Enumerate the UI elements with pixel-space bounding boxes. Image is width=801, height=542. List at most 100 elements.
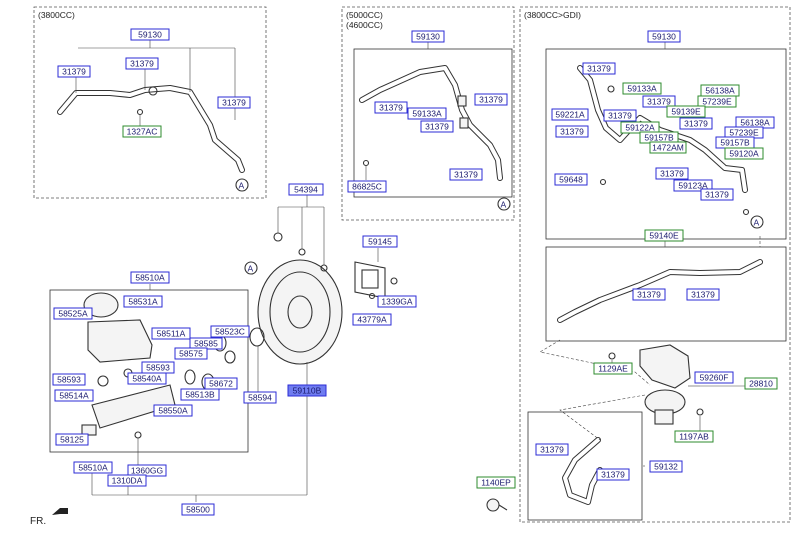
part-label-59221a: 59221A: [551, 108, 589, 121]
section-title-3800cc: (3800CC): [38, 10, 75, 20]
part-number-text: 31379: [425, 122, 449, 132]
part-number-text: 58523C: [215, 327, 245, 337]
ref-mark-a-4: A: [244, 261, 258, 275]
part-label-box: [125, 57, 159, 70]
part-label-28810: 28810: [744, 377, 778, 390]
part-label-box: [57, 65, 91, 78]
part-number-text: 59140E: [649, 231, 679, 241]
part-number-text: 1472AM: [652, 143, 684, 153]
part-number-labels: 591303137931379313791327AC59130313793137…: [52, 28, 778, 516]
part-label-box: [374, 101, 408, 114]
part-label-86825c: 86825C: [347, 180, 387, 193]
part-label-box: [700, 188, 734, 201]
part-label-59133a: 59133A: [407, 107, 447, 120]
svg-text:A: A: [754, 218, 760, 228]
part-label-box: [217, 96, 251, 109]
part-number-text: 58593: [146, 363, 170, 373]
part-label-31379: 31379: [582, 62, 616, 75]
part-number-text: 31379: [684, 119, 708, 129]
part-label-box: [287, 384, 327, 397]
part-number-text: 58525A: [58, 309, 88, 319]
part-label-box: [54, 389, 94, 402]
part-number-text: 58514A: [59, 391, 89, 401]
part-label-58525a: 58525A: [53, 307, 93, 320]
part-label-58672: 58672: [204, 377, 238, 390]
part-label-59120a: 59120A: [724, 147, 764, 160]
part-number-text: 31379: [222, 98, 246, 108]
brake-booster: [249, 232, 343, 365]
part-number-text: 31379: [130, 59, 154, 69]
part-number-text: 31379: [608, 111, 632, 121]
part-label-box: [107, 474, 147, 487]
part-label-box: [673, 179, 713, 192]
part-number-text: 59157B: [720, 138, 750, 148]
part-number-text: 58531A: [128, 297, 158, 307]
svg-text:A: A: [501, 200, 507, 210]
part-number-text: 1310DA: [112, 476, 143, 486]
part-number-text: 31379: [379, 103, 403, 113]
part-label-box: [130, 28, 170, 41]
part-number-text: 56138A: [740, 118, 770, 128]
inner-frame-5000cc: [353, 48, 513, 198]
part-label-31379: 31379: [57, 65, 91, 78]
part-label-box: [744, 377, 778, 390]
part-number-text: 59221A: [555, 110, 585, 120]
inner-frame-gdi-mid: [545, 246, 787, 342]
part-label-31379: 31379: [474, 93, 508, 106]
part-number-text: 58593: [57, 375, 81, 385]
part-label-box: [674, 430, 714, 443]
part-label-1129ae: 1129AE: [593, 362, 633, 375]
part-label-box: [679, 117, 713, 130]
part-label-box: [622, 82, 662, 95]
part-label-box: [407, 107, 447, 120]
part-label-box: [377, 295, 417, 308]
part-number-text: 86825C: [352, 182, 382, 192]
part-number-text: 31379: [647, 97, 671, 107]
svg-text:A: A: [239, 181, 245, 191]
part-number-text: 57239E: [729, 128, 759, 138]
part-label-31379: 31379: [420, 120, 454, 133]
part-label-box: [204, 377, 238, 390]
part-label-58513b: 58513B: [180, 388, 220, 401]
part-label-box: [655, 167, 689, 180]
part-label-box: [474, 93, 508, 106]
part-label-59130: 59130: [647, 30, 681, 43]
vacuum-hose-5000cc: [359, 65, 503, 181]
vacuum-hose-3800cc: [57, 85, 245, 173]
part-label-box: [127, 372, 167, 385]
part-label-59157b: 59157B: [639, 131, 679, 144]
part-number-text: 58125: [60, 435, 84, 445]
part-label-box: [52, 373, 86, 386]
master-cylinder: [81, 292, 236, 439]
part-label-31379: 31379: [596, 468, 630, 481]
part-label-box: [697, 95, 737, 108]
part-label-box: [666, 105, 706, 118]
part-label-box: [449, 168, 483, 181]
part-label-31379: 31379: [535, 443, 569, 456]
part-number-text: 59139E: [671, 107, 701, 117]
part-number-text: 59122A: [625, 123, 655, 133]
vacuum-hose-gdi-middle: [557, 259, 763, 323]
bolt-1140ep: [486, 498, 508, 512]
part-label-box: [420, 120, 454, 133]
part-number-text: 58510A: [78, 463, 108, 473]
part-number-text: 59130: [416, 32, 440, 42]
part-number-text: 58585: [194, 339, 218, 349]
part-number-text: 58575: [179, 349, 203, 359]
part-number-text: 1129AE: [598, 364, 628, 374]
part-number-text: 1140EP: [481, 478, 511, 488]
part-label-54394: 54394: [288, 183, 324, 196]
part-label-58585: 58585: [189, 337, 223, 350]
part-label-box: [555, 125, 589, 138]
part-label-1472am: 1472AM: [649, 141, 687, 154]
part-label-59130: 59130: [130, 28, 170, 41]
part-number-text: 54394: [294, 185, 318, 195]
part-label-31379: 31379: [449, 168, 483, 181]
part-number-text: 31379: [454, 170, 478, 180]
part-label-59145: 59145: [362, 235, 398, 248]
part-label-58514a: 58514A: [54, 389, 94, 402]
section-title-gdi: (3800CC>GDI): [524, 10, 581, 20]
part-label-1197ab: 1197AB: [674, 430, 714, 443]
part-label-box: [632, 288, 666, 301]
